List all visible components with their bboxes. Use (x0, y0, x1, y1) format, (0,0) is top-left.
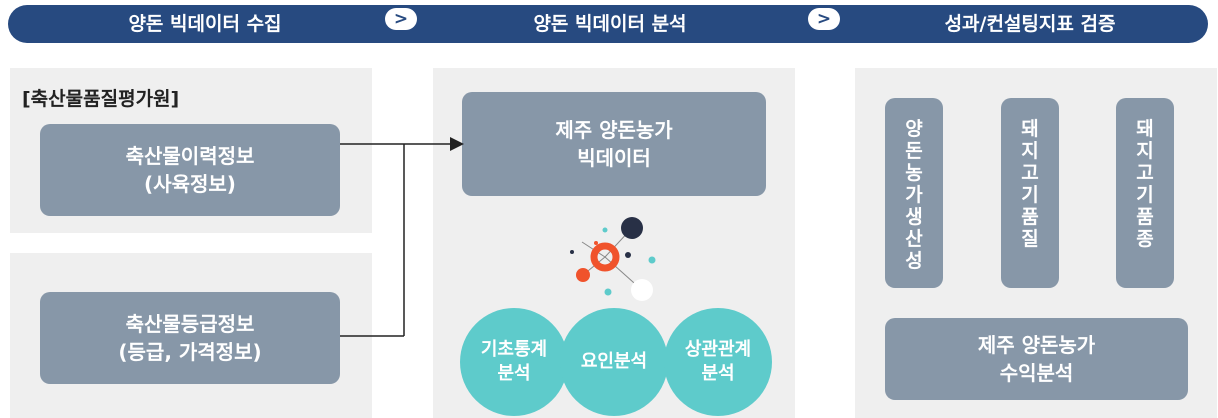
source-label: [축산물품질평가원] (22, 88, 180, 110)
profit-line1: 제주 양돈농가 (977, 333, 1096, 357)
grade-info-box: 축산물등급정보 (등급, 가격정보) (40, 292, 340, 384)
connector-lines (340, 137, 464, 337)
trace-info-line2: (사육정보) (144, 172, 236, 196)
factor-analysis-line1: 요인분석 (580, 351, 648, 372)
basic-stats-line2: 분석 (497, 363, 531, 384)
bigdata-box: 제주 양돈농가 빅데이터 (462, 92, 766, 196)
stage-collect-title: 양돈 빅데이터 수집 (128, 13, 282, 35)
correlation-circle: 상관관계 분석 (664, 308, 772, 416)
productivity-pillar: 양돈농가생산성 (885, 98, 943, 288)
basic-stats-line1: 기초통계 (480, 339, 548, 360)
pork-quality-pillar: 돼지고기품질 (1001, 98, 1059, 288)
factor-analysis-circle: 요인분석 (560, 308, 668, 416)
pork-breed-pillar: 돼지고기품종 (1116, 98, 1174, 288)
stage-analysis-title: 양돈 빅데이터 분석 (533, 13, 687, 35)
profit-analysis-box: 제주 양돈농가 수익분석 (885, 318, 1188, 400)
basic-stats-circle: 기초통계 분석 (460, 308, 568, 416)
bigdata-line1: 제주 양돈농가 (555, 118, 673, 142)
correlation-line1: 상관관계 (684, 339, 752, 360)
correlation-line2: 분석 (701, 363, 735, 384)
arrow-head-icon (450, 137, 464, 151)
grade-info-line2: (등급, 가격정보) (118, 340, 262, 364)
process-banner (8, 5, 1208, 43)
trace-info-line1: 축산물이력정보 (125, 144, 255, 168)
trace-info-box: 축산물이력정보 (사육정보) (40, 124, 340, 216)
chevron-right-icon: > (808, 8, 840, 30)
grade-info-line1: 축산물등급정보 (125, 312, 255, 336)
chevron-right-icon: > (385, 8, 417, 30)
bigdata-line2: 빅데이터 (577, 146, 651, 170)
stage-verify-title: 성과/컨설팅지표 검증 (944, 13, 1116, 35)
network-molecule-icon (570, 217, 656, 301)
profit-line2: 수익분석 (999, 361, 1074, 385)
productivity-label: 양돈농가생산성 (905, 118, 923, 272)
pork-breed-label: 돼지고기품종 (1136, 118, 1154, 250)
pork-quality-label: 돼지고기품질 (1021, 118, 1039, 250)
